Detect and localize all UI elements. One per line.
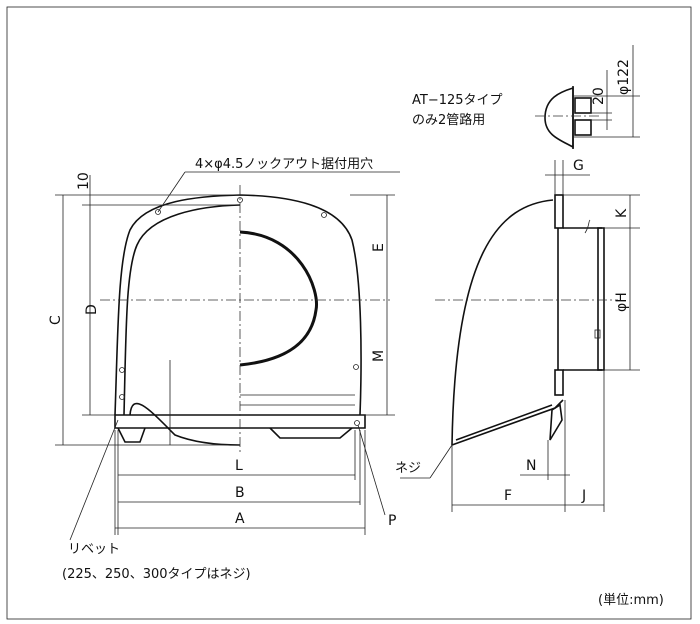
unit-note: (単位:mm) [598,592,664,608]
front-view: C D 10 E M L B A P 4×φ4.5ノックアウト据付用穴 リベット… [48,157,400,582]
dim-20-label: 20 [591,87,607,105]
dim-d-label: D [84,304,100,315]
drawing-frame [6,6,692,620]
detail-note-line2: のみ2管路用 [412,112,485,128]
dim-n-label: N [526,458,536,474]
dim-e-label: E [371,243,387,252]
knockout-note: 4×φ4.5ノックアウト据付用穴 [195,157,373,172]
dim-k-label: K [614,208,630,218]
dim-p-label: P [388,513,396,529]
dim-j-label: J [581,488,586,504]
dim-l-label: L [235,458,243,474]
detail-note-line1: AT−125タイプ [412,93,503,108]
rivet-note: リベット [68,542,120,557]
screw-note: ネジ [395,461,421,476]
side-view: G K φH N F J ネジ [395,158,640,512]
dim-10-label: 10 [76,172,92,190]
pipe-opening [239,230,318,367]
rivet-sub-note: (225、250、300タイプはネジ) [62,567,251,582]
detail-view: 20 φ122 AT−125タイプ のみ2管路用 [412,45,640,149]
side-hood-outline [451,199,554,446]
dim-c-label: C [48,315,64,325]
dim-122-label: φ122 [616,59,632,95]
dim-a-label: A [235,511,245,527]
dim-b-label: B [235,485,245,501]
dim-g-label: G [573,158,584,174]
base-flange [114,414,366,429]
hood-outline [114,194,362,416]
dim-m-label: M [371,350,387,362]
dim-f-label: F [504,488,512,504]
dim-h-label: φH [614,292,630,312]
